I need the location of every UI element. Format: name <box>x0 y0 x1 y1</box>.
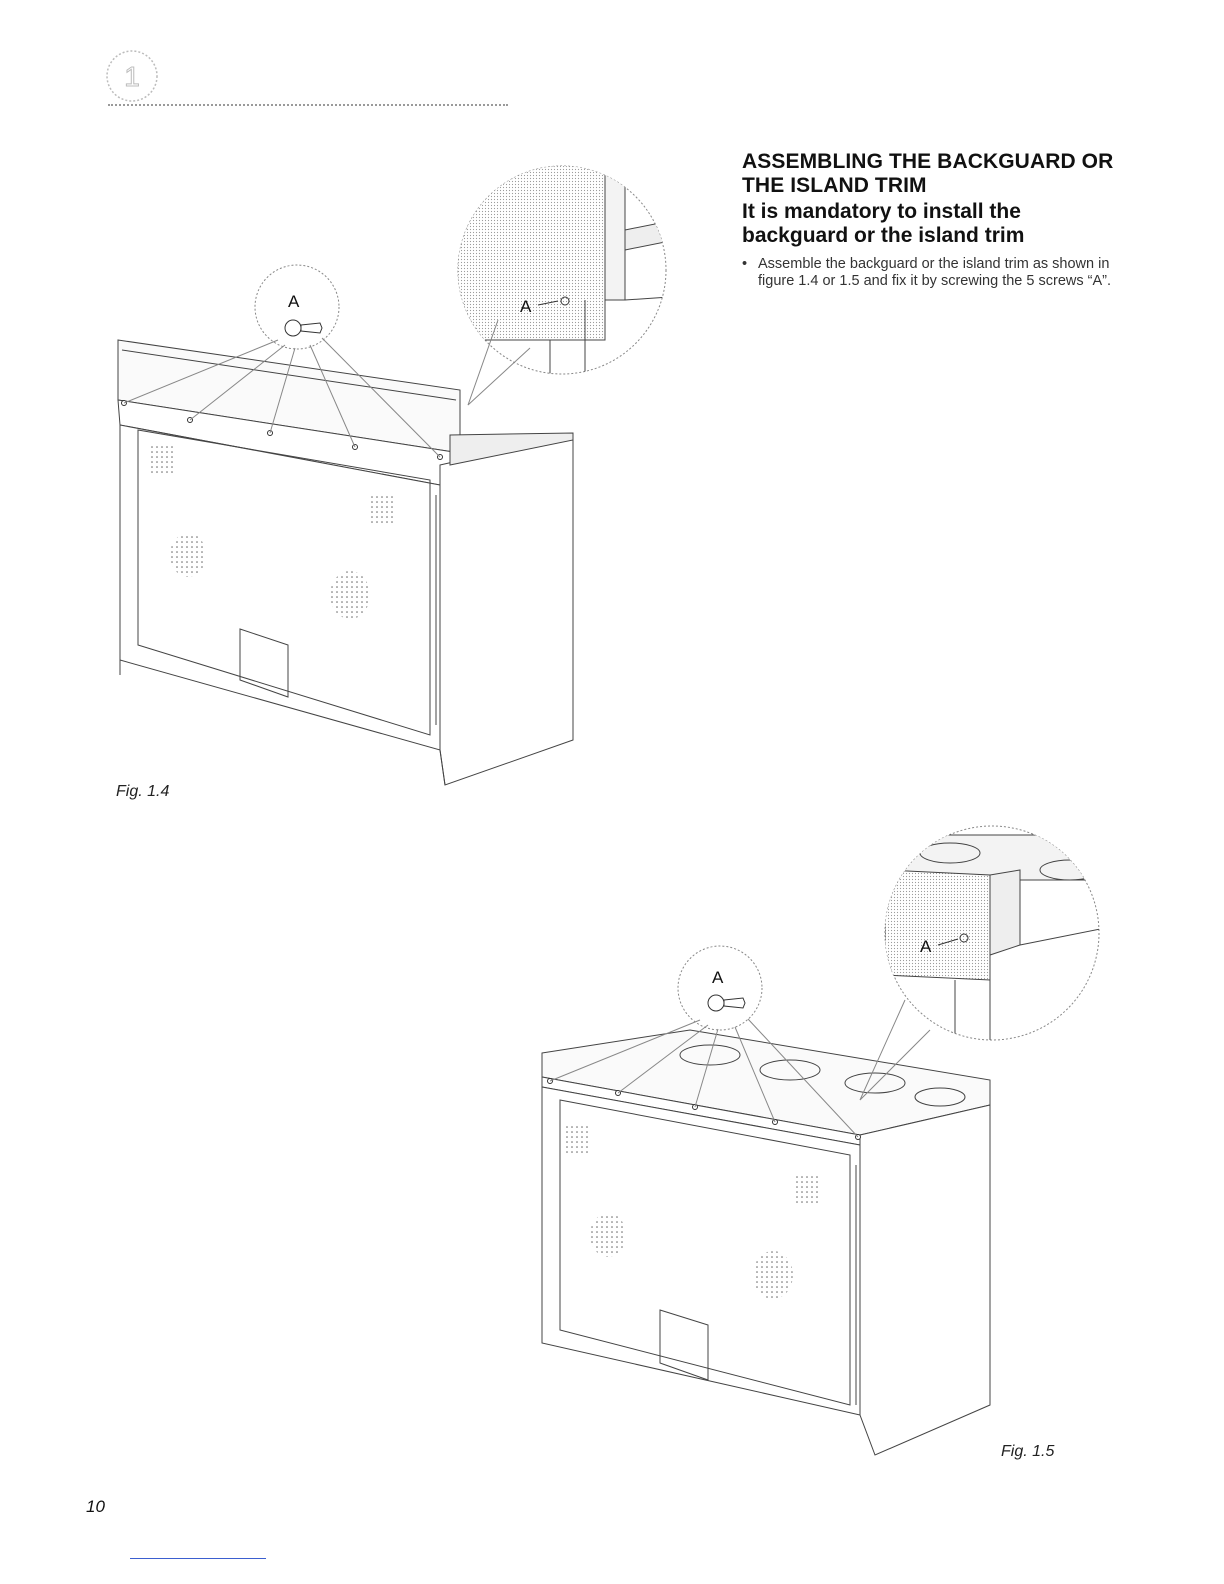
detail-label: A <box>920 937 932 956</box>
figure-1-4-caption: Fig. 1.4 <box>116 783 169 801</box>
chapter-badge: 1 <box>104 48 160 104</box>
chapter-number: 1 <box>124 61 140 92</box>
footer-link-underline <box>130 1558 266 1559</box>
figure-1-4: A A <box>100 135 690 795</box>
section-subheading: It is mandatory to install the backguard… <box>742 200 1122 248</box>
section-heading: ASSEMBLING THE BACKGUARD OR THE ISLAND T… <box>742 150 1122 198</box>
callout-label: A <box>712 968 724 987</box>
instruction-item: Assemble the backguard or the island tri… <box>742 256 1112 290</box>
instruction-list: Assemble the backguard or the island tri… <box>742 256 1112 290</box>
detail-label: A <box>520 297 532 316</box>
figure-1-5-caption: Fig. 1.5 <box>1001 1443 1054 1461</box>
header-rule <box>108 104 508 106</box>
page-number: 10 <box>86 1497 105 1517</box>
callout-label: A <box>288 292 300 311</box>
figure-1-5: A A <box>530 815 1120 1475</box>
